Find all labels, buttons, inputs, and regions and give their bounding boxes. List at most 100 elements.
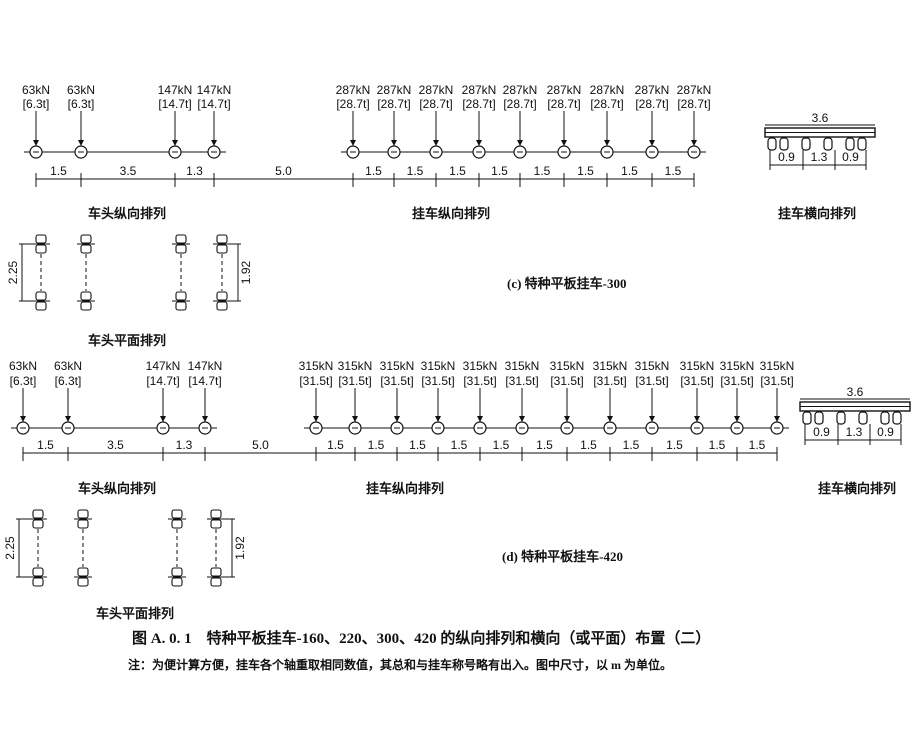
d-plan-wheel [171,519,183,529]
c-transverse-width: 3.6 [812,111,829,125]
d-axle-load-mass: [6.3t] [10,374,37,388]
d-dimension-value: 1.3 [176,438,193,452]
c-axle-load-force: 287kN [336,83,371,97]
c-axle-load-force: 287kN [677,83,712,97]
c-load-arrow-head [350,140,356,146]
c-dimension-value: 1.3 [186,164,203,178]
c-axle-load-mass: [14.7t] [197,97,230,111]
c-load-arrow-head [33,140,39,146]
d-transverse-dim-value: 0.9 [877,425,894,439]
d-axle-load-mass: [31.5t] [421,374,454,388]
c-load-arrow-head [649,140,655,146]
c-transverse-dim-value: 1.3 [811,150,828,164]
c-plan-wheel [35,291,47,301]
d-axle-load-force: 315kN [593,359,628,373]
c-axle-load-force: 63kN [67,83,95,97]
d-dimension-value: 1.5 [580,438,597,452]
d-axle-load-mass: [31.5t] [299,374,332,388]
c-load-arrow-head [391,140,397,146]
c-axle-load-mass: [28.7t] [419,97,452,111]
c-load-arrow-head [604,140,610,146]
c-dimension-value: 1.5 [621,164,638,178]
c-load-arrow-head [476,140,482,146]
d-axle-load-force: 315kN [550,359,585,373]
c-panel-caption: (c) 特种平板挂车-300 [507,276,627,291]
d-axle-load-force: 315kN [380,359,415,373]
c-axle-load-force: 147kN [158,83,193,97]
d-dimension-value: 3.5 [107,438,124,452]
d-plan-wheel [77,577,89,587]
c-axle-load-mass: [28.7t] [503,97,536,111]
c-axle-load-mass: [28.7t] [336,97,369,111]
c-plan-right-dim-value: 1.92 [239,260,253,284]
d-load-arrow-head [694,416,700,422]
c-plan-wheel [175,234,187,244]
c-plan-wheel [80,244,92,254]
c-axle-load-mass: [28.7t] [590,97,623,111]
d-axle-load-mass: [14.7t] [146,374,179,388]
c-axle-load-mass: [14.7t] [158,97,191,111]
c-load-arrow-head [517,140,523,146]
d-load-arrow-head [65,416,71,422]
d-axle-load-force: 63kN [54,359,82,373]
c-transverse-wheel [801,137,811,151]
d-dimension-value: 1.5 [666,438,683,452]
d-load-arrow-head [202,416,208,422]
figure-title: 图 A. 0. 1 特种平板挂车-160、220、300、420 的纵向排列和横… [132,631,711,647]
d-tractor-plan-caption: 车头平面排列 [96,606,175,621]
c-load-arrow-head [691,140,697,146]
d-load-arrow-head [564,416,570,422]
c-plan-wheel [80,301,92,311]
d-axle-load-mass: [31.5t] [635,374,668,388]
c-axle-load-force: 147kN [197,83,232,97]
d-axle-load-mass: [31.5t] [463,374,496,388]
d-axle-load-mass: [31.5t] [338,374,371,388]
c-plan-wheel [216,244,228,254]
c-plan-wheel [80,234,92,244]
d-load-arrow-head [20,416,26,422]
d-transverse-wheel [880,411,890,425]
d-plan-wheel [171,577,183,587]
c-tractor-longitudinal-caption: 车头纵向排列 [88,206,167,221]
d-load-arrow-head [607,416,613,422]
c-plan-wheel [80,291,92,301]
d-plan-wheel [77,519,89,529]
d-axle-load-mass: [31.5t] [720,374,753,388]
d-load-arrow-head [394,416,400,422]
c-transverse-dim-value: 0.9 [842,150,859,164]
c-axle-load-mass: [6.3t] [23,97,50,111]
d-axle-load-mass: [31.5t] [380,374,413,388]
d-axle-load-mass: [14.7t] [188,374,221,388]
c-plan-wheel [175,244,187,254]
c-transverse-wheel [823,137,833,151]
c-axle-load-force: 63kN [22,83,50,97]
d-axle-load-mass: [31.5t] [760,374,793,388]
d-transverse-dim-value: 0.9 [813,425,830,439]
c-transverse-wheel [845,137,855,151]
c-transverse-wheel [779,137,789,151]
d-dimension-value: 1.5 [623,438,640,452]
d-axle-load-mass: [6.3t] [55,374,82,388]
d-transverse-width: 3.6 [847,385,864,399]
d-load-arrow-head [435,416,441,422]
c-transverse-wheel [767,137,777,151]
d-axle-load-force: 63kN [9,359,37,373]
d-load-arrow-head [160,416,166,422]
c-tractor-plan-caption: 车头平面排列 [88,333,167,348]
d-load-arrow-head [477,416,483,422]
c-load-arrow-head [78,140,84,146]
d-trailer-transverse-caption: 挂车横向排列 [818,481,897,496]
d-plan-wheel [210,509,222,519]
d-dimension-value: 1.5 [493,438,510,452]
d-axle-load-force: 315kN [299,359,334,373]
c-axle-load-force: 287kN [635,83,670,97]
d-plan-wheel [77,567,89,577]
c-load-arrow-head [172,140,178,146]
d-dimension-value: 1.5 [327,438,344,452]
c-dimension-value: 1.5 [407,164,424,178]
d-dimension-value: 1.5 [709,438,726,452]
d-transverse-wheel [836,411,846,425]
c-dimension-value: 1.5 [491,164,508,178]
c-plan-wheel [175,301,187,311]
